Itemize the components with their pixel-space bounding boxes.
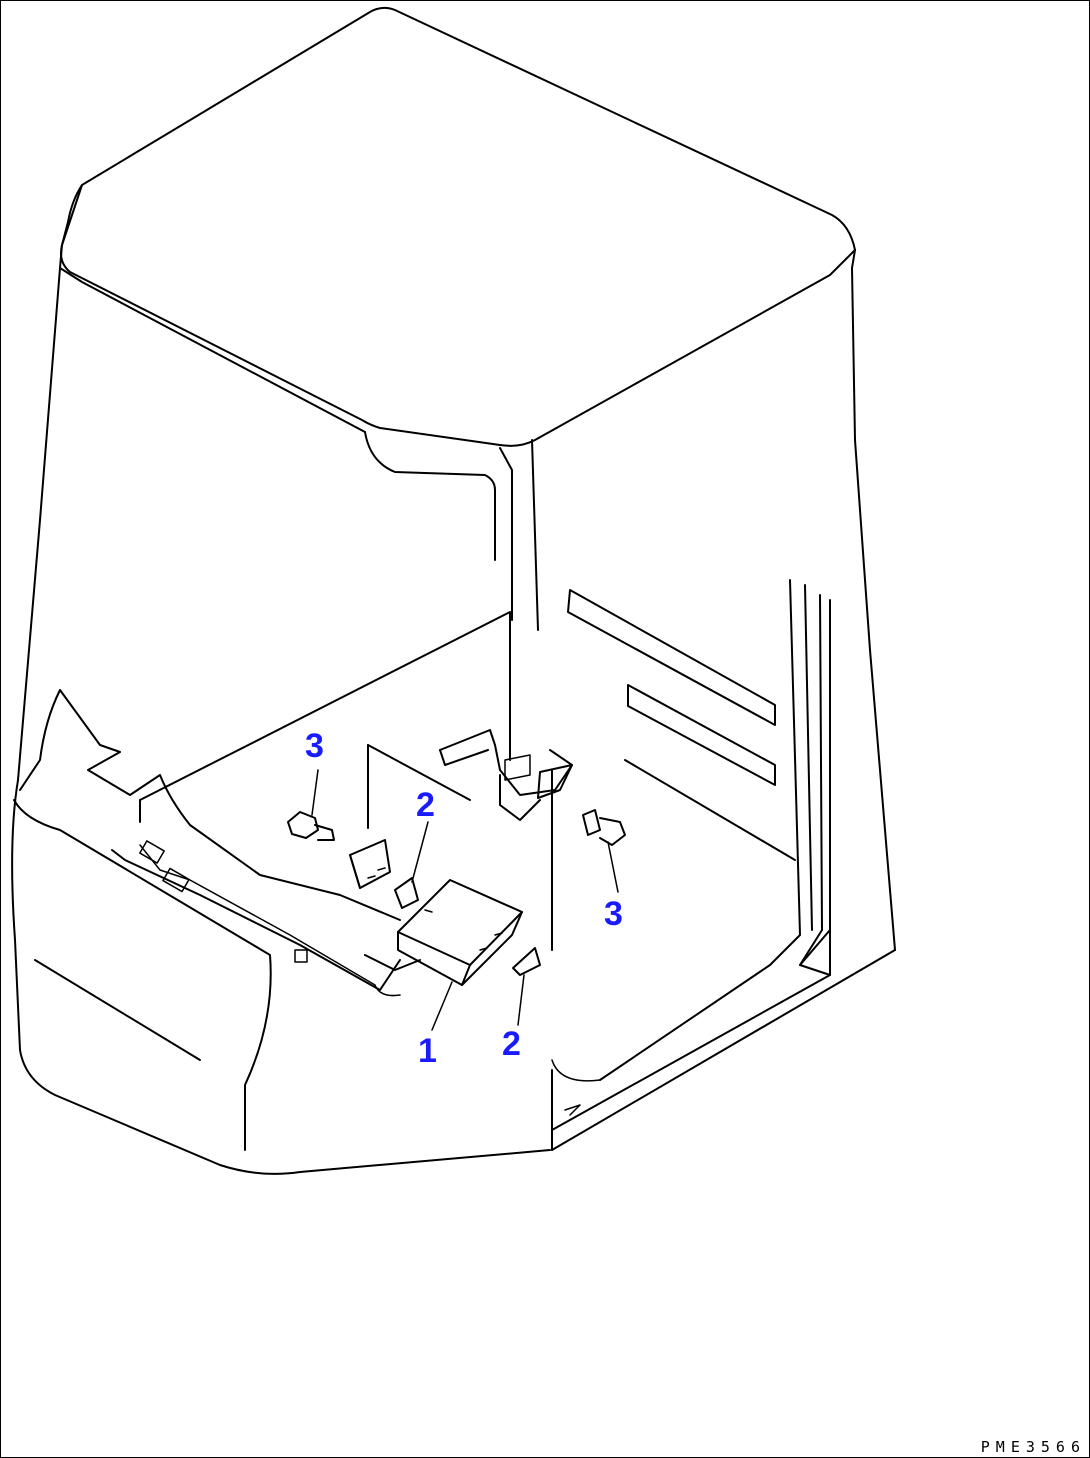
- part-2-bracket-upper: [349, 839, 419, 909]
- callout-part-1: 1: [418, 1032, 437, 1070]
- cab-roof: [59, 6, 856, 447]
- cab-body: [11, 267, 896, 1175]
- part-3-plug-right: [582, 809, 626, 846]
- part-2-clip-lower: [512, 947, 541, 976]
- drawing-code: PME3566: [980, 1438, 1086, 1456]
- leader-lines: [311, 769, 619, 1031]
- part-1-box: [397, 879, 523, 986]
- inner-panel: [19, 611, 553, 951]
- part-3-plug-left: [287, 811, 335, 841]
- callout-part-2-upper: 2: [416, 786, 435, 824]
- wall-ribs: [567, 589, 796, 861]
- callout-part-2-lower: 2: [502, 1025, 521, 1063]
- wiring-harness: [111, 840, 421, 997]
- callout-part-3-left: 3: [305, 727, 324, 765]
- callout-part-3-right: 3: [604, 895, 623, 933]
- mount-bracket: [439, 729, 573, 821]
